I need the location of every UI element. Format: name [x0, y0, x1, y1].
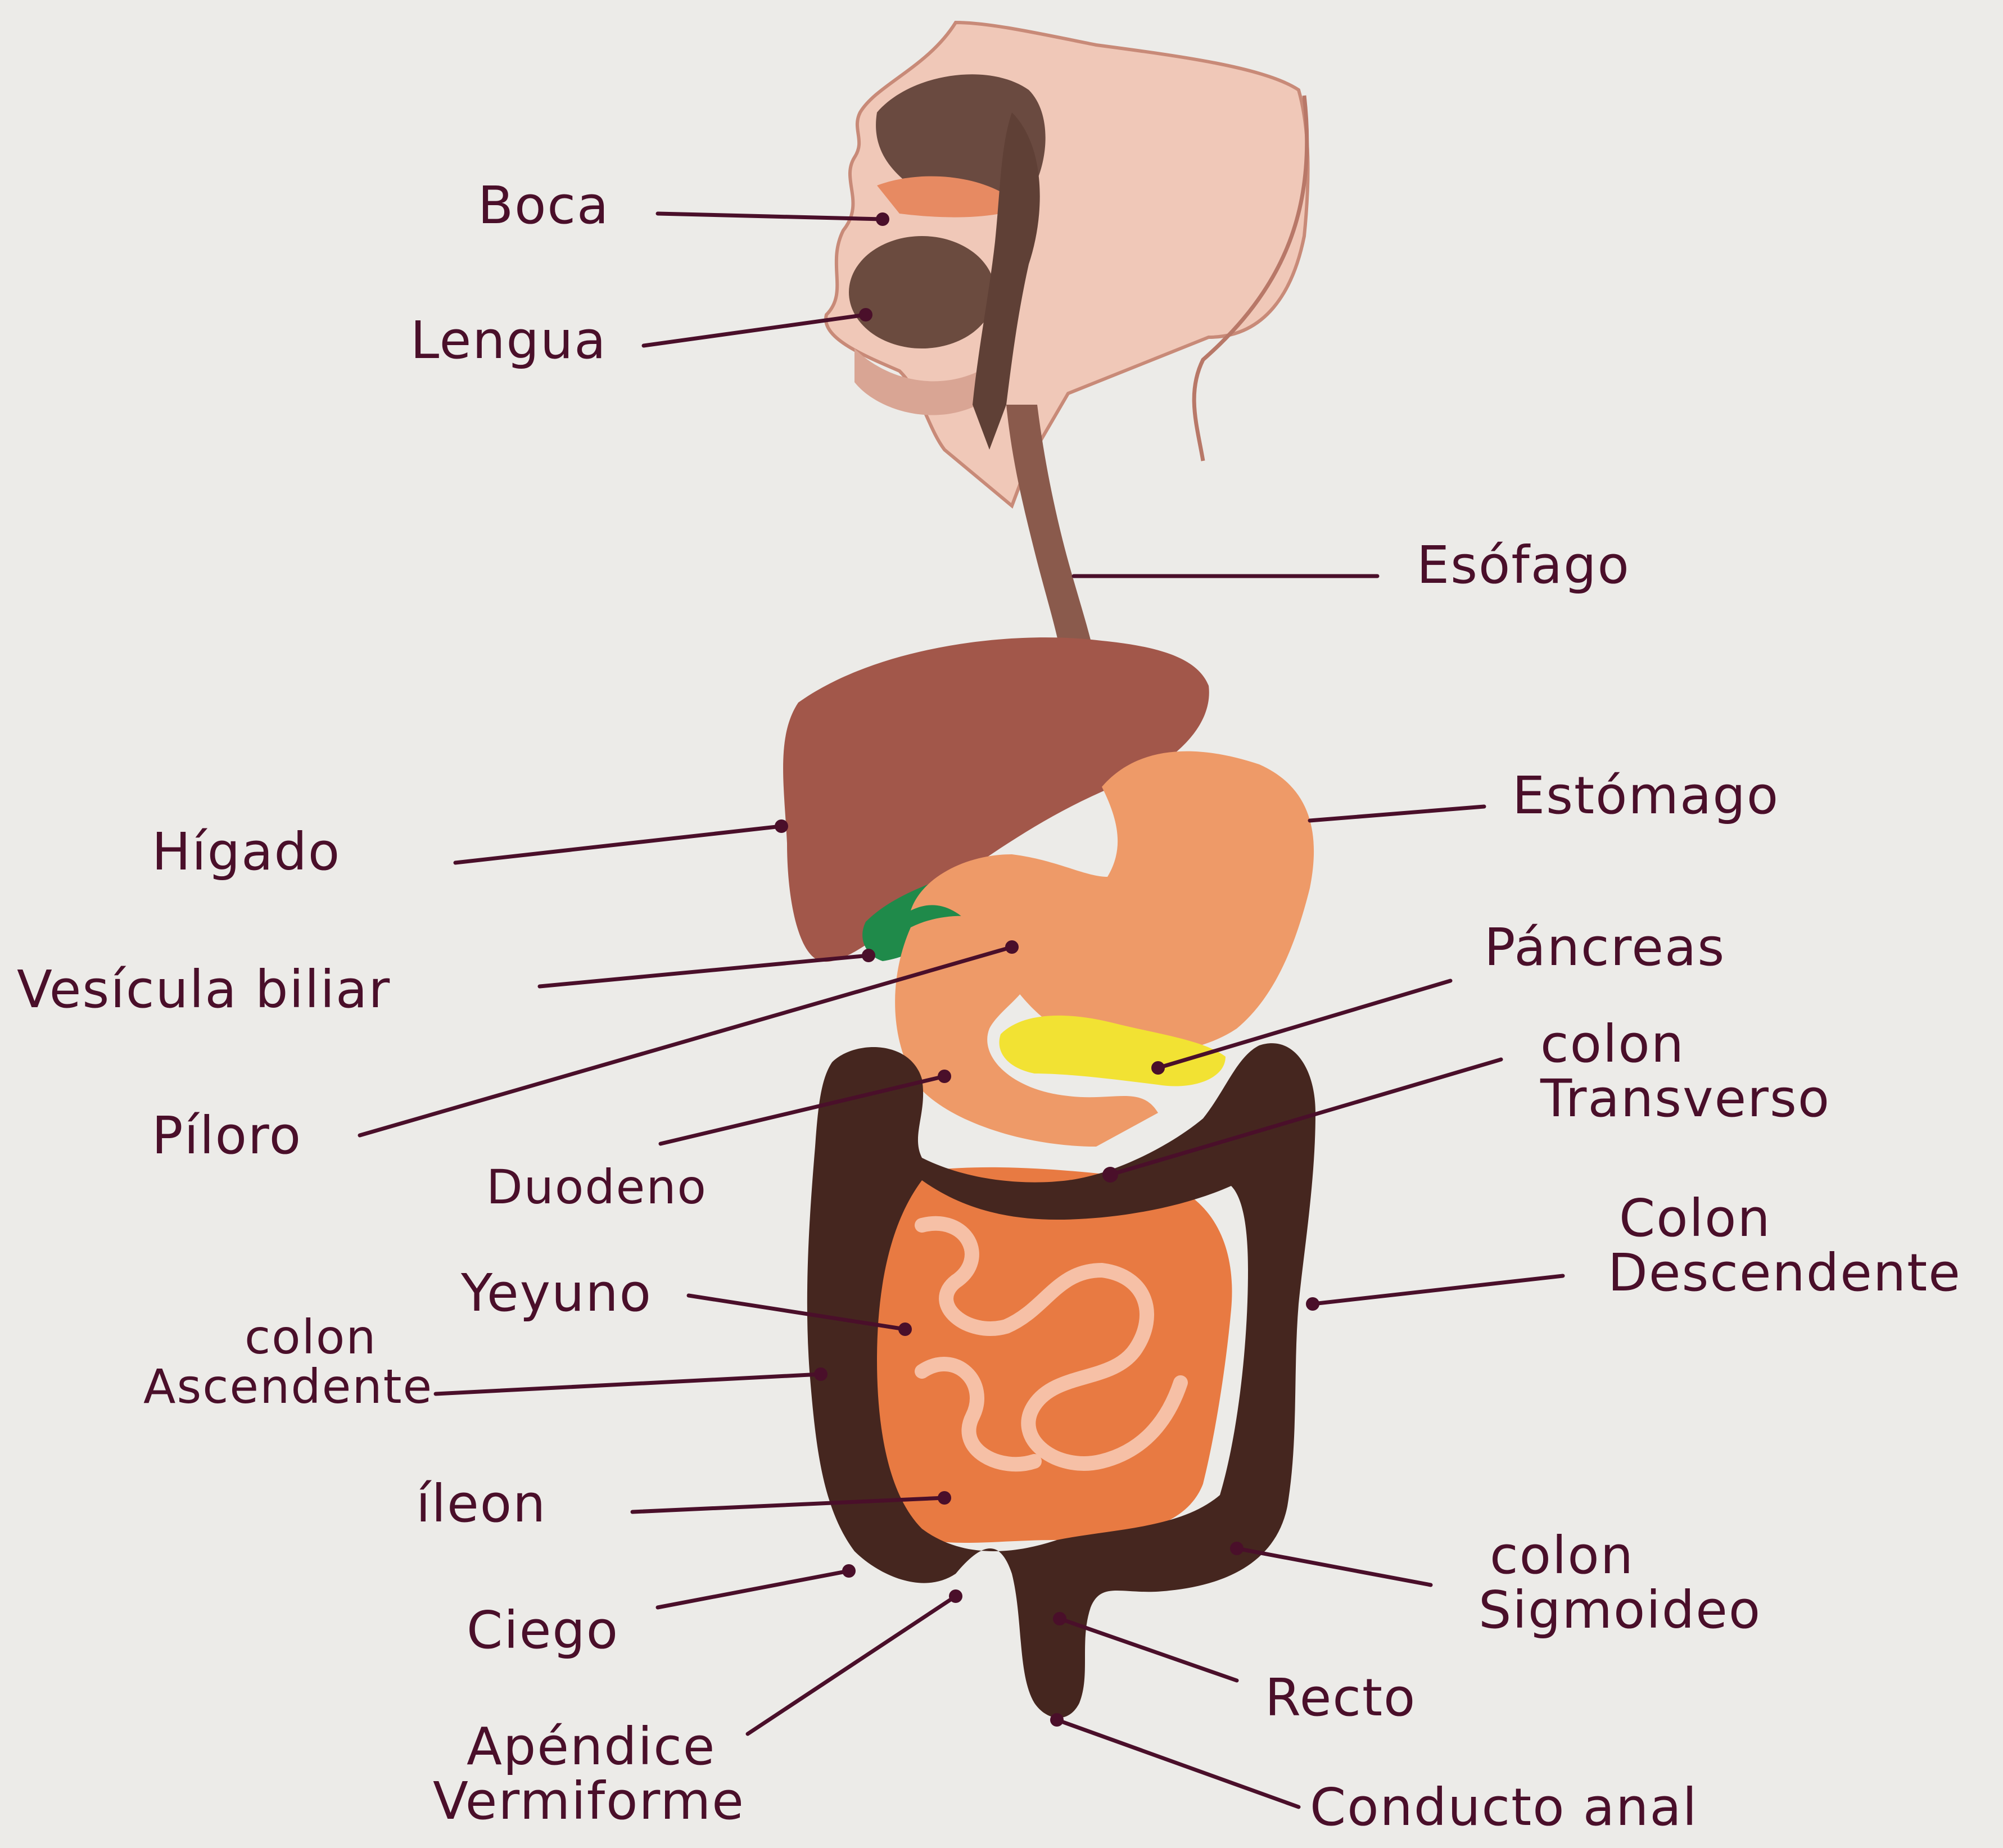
label-higado: Hígado [152, 826, 341, 878]
tongue-shape [849, 236, 995, 348]
label-yeyuno: Yeyuno [461, 1267, 652, 1319]
label-ileon: íleon [416, 1478, 546, 1530]
label-lengua: Lengua [410, 315, 607, 366]
label-colon-transverso: colon Transverso [1540, 1017, 1830, 1126]
label-colon-transverso-line2: Transverso [1540, 1072, 1830, 1126]
label-recto: Recto [1265, 1672, 1416, 1724]
label-colon-descendente-line2: Descendente [1608, 1246, 1961, 1301]
label-apendice-line1: Apéndice [433, 1720, 745, 1774]
label-colon-ascendente: colon Ascendente [143, 1312, 433, 1411]
label-colon-ascendente-line2: Ascendente [143, 1362, 433, 1411]
label-colon-transverso-line1: colon [1540, 1017, 1830, 1072]
label-apendice-vermiforme: Apéndice Vermiforme [433, 1720, 745, 1828]
label-esofago: Esófago [1417, 540, 1630, 591]
label-duodeno: Duodeno [486, 1163, 707, 1211]
label-colon-descendente: Colon Descendente [1608, 1192, 1961, 1300]
label-boca: Boca [478, 180, 609, 232]
label-conducto-anal: Conducto anal [1310, 1782, 1698, 1833]
label-colon-ascendente-line1: colon [143, 1312, 433, 1362]
label-piloro: Píloro [152, 1110, 302, 1162]
label-colon-sigmoideo: colon Sigmoideo [1478, 1529, 1761, 1637]
label-pancreas: Páncreas [1484, 922, 1725, 973]
label-colon-descendente-line1: Colon [1608, 1192, 1961, 1246]
label-estomago: Estómago [1512, 770, 1779, 822]
label-ciego: Ciego [467, 1605, 619, 1656]
label-vesicula-biliar: Vesícula biliar [17, 964, 391, 1016]
label-colon-sigmoideo-line2: Sigmoideo [1478, 1583, 1761, 1638]
label-apendice-line2: Vermiforme [433, 1774, 745, 1829]
label-colon-sigmoideo-line1: colon [1478, 1529, 1761, 1583]
